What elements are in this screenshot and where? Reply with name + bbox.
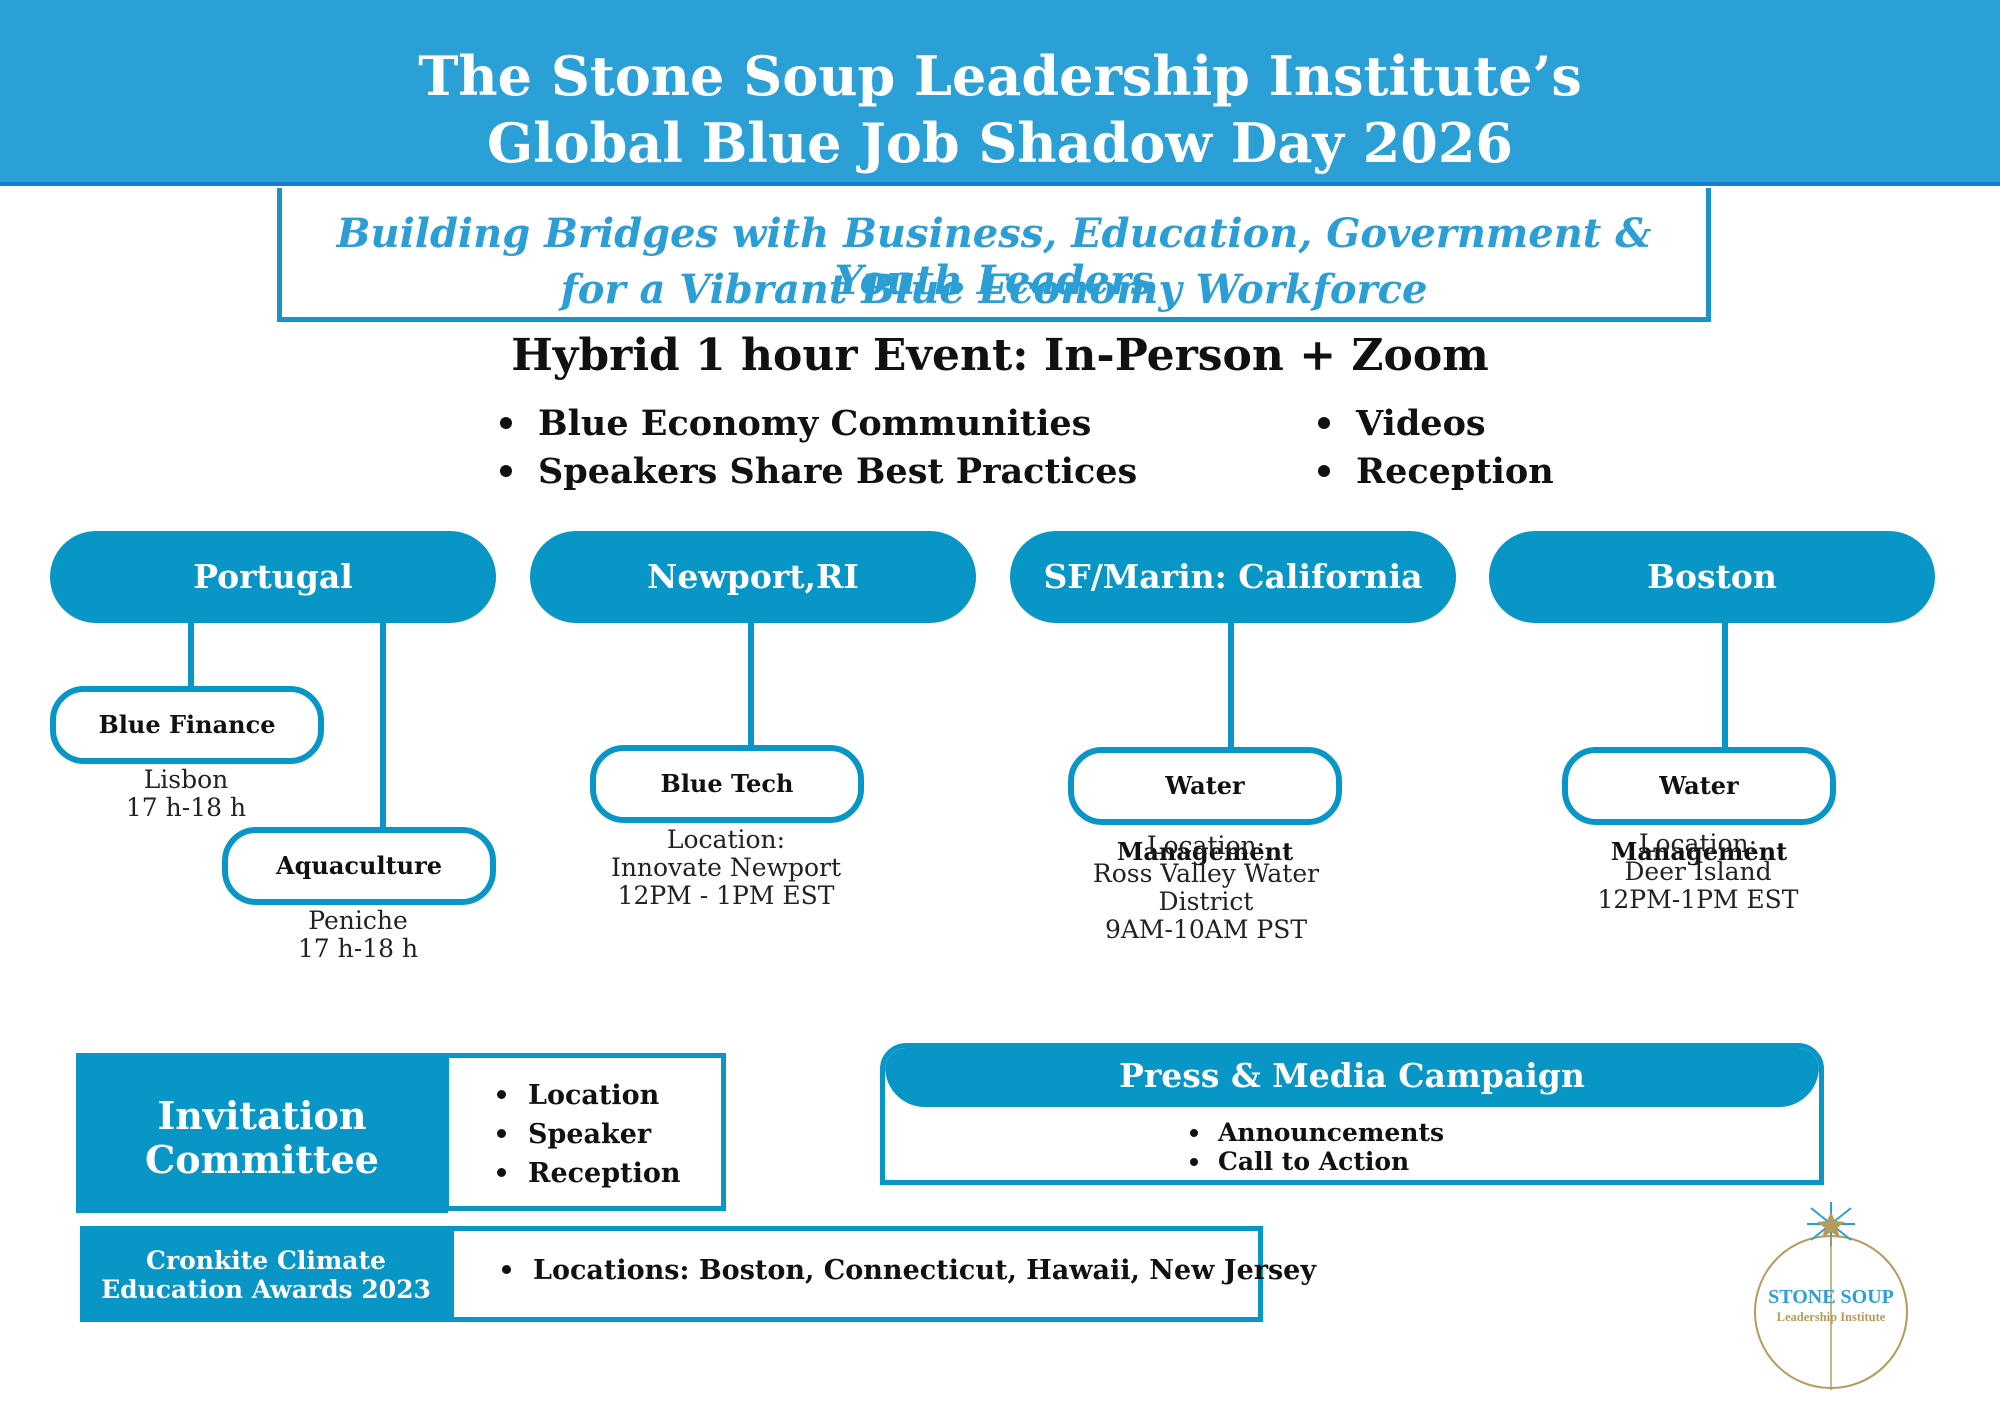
region-pill-portugal: Portugal — [50, 531, 496, 623]
bullet-icon — [500, 416, 512, 429]
list-item: Videos — [1318, 400, 1554, 448]
connector-line — [748, 620, 754, 746]
list-item: Reception — [497, 1154, 680, 1193]
logo-graphic: STONE SOUP Leadership Institute — [1754, 1202, 1908, 1390]
cronkite-list: Locations: Boston, Connecticut, Hawaii, … — [502, 1251, 1316, 1290]
list-item: Blue Economy Communities — [500, 400, 1137, 448]
features-left-list: Blue Economy Communities Speakers Share … — [500, 400, 1137, 496]
press-media-title: Press & Media Campaign — [885, 1048, 1819, 1107]
list-item: Announcements — [1190, 1118, 1444, 1147]
caption-blue-tech: Location: Innovate Newport 12PM - 1PM ES… — [610, 825, 842, 910]
region-pill-newport: Newport,RI — [530, 531, 976, 623]
cronkite-awards-label: Cronkite Climate Education Awards 2023 — [80, 1226, 452, 1322]
bullet-icon — [1318, 464, 1330, 477]
list-item: Speaker — [497, 1115, 680, 1154]
caption-water-management-california: Location: Ross Valley Water District 9AM… — [1092, 831, 1320, 944]
header-title-line1: The Stone Soup Leadership Institute’s — [418, 44, 1582, 108]
node-blue-finance: Blue Finance — [50, 686, 324, 764]
bullet-icon — [1318, 416, 1330, 429]
caption-water-management-boston: Location: Deer Island 12PM-1PM EST — [1597, 829, 1799, 914]
tagline-line2: for a Vibrant Blue Economy Workforce — [560, 266, 1428, 313]
tagline-box: Building Bridges with Business, Educatio… — [277, 188, 1711, 322]
node-water-management-boston: Water Management — [1562, 747, 1836, 866]
list-item: Locations: Boston, Connecticut, Hawaii, … — [502, 1251, 1316, 1290]
list-item: Speakers Share Best Practices — [500, 448, 1137, 496]
bullet-icon — [1190, 1157, 1198, 1166]
list-item: Location — [497, 1076, 680, 1115]
region-pill-boston: Boston — [1489, 531, 1935, 623]
logo-wordmark-top: STONE SOUP — [1768, 1286, 1894, 1308]
invitation-list: Location Speaker Reception — [497, 1076, 680, 1193]
caption-blue-finance: Lisbon 17 h-18 h — [125, 765, 247, 822]
bullet-icon — [497, 1129, 506, 1138]
logo-wordmark-bottom: Leadership Institute — [1777, 1310, 1886, 1324]
connector-line — [188, 620, 194, 688]
node-blue-tech: Blue Tech — [590, 745, 864, 823]
tagline-line1: Building Bridges with Business, Educatio… — [336, 210, 1652, 304]
connector-line — [1722, 620, 1728, 748]
bullet-icon — [1190, 1128, 1198, 1137]
list-item: Call to Action — [1190, 1147, 1444, 1176]
node-aquaculture: Aquaculture — [222, 827, 496, 905]
event-title: Hybrid 1 hour Event: In-Person + Zoom — [511, 330, 1489, 381]
bullet-icon — [497, 1168, 506, 1177]
connector-line — [1228, 620, 1234, 748]
list-item: Reception — [1318, 448, 1554, 496]
press-media-box: Press & Media Campaign Announcements Cal… — [880, 1043, 1824, 1185]
invitation-committee-label: Invitation Committee — [76, 1053, 448, 1213]
bullet-icon — [500, 464, 512, 477]
page-header: The Stone Soup Leadership Institute’s Gl… — [0, 0, 2000, 186]
stone-soup-logo: STONE SOUP Leadership Institute — [1748, 1200, 1914, 1390]
star-icon — [1817, 1212, 1845, 1238]
node-water-management-california: Water Management — [1068, 747, 1342, 866]
connector-line — [380, 620, 386, 828]
header-title-line2: Global Blue Job Shadow Day 2026 — [487, 111, 1513, 175]
bullet-icon — [502, 1265, 511, 1274]
press-list: Announcements Call to Action — [1190, 1118, 1444, 1176]
caption-aquaculture: Peniche 17 h-18 h — [297, 906, 419, 963]
bullet-icon — [497, 1090, 506, 1099]
cronkite-locations-box: Locations: Boston, Connecticut, Hawaii, … — [449, 1226, 1316, 1322]
features-right-list: Videos Reception — [1318, 400, 1554, 496]
invitation-committee-list-box: Location Speaker Reception — [444, 1053, 726, 1211]
region-pill-california: SF/Marin: California — [1010, 531, 1456, 623]
